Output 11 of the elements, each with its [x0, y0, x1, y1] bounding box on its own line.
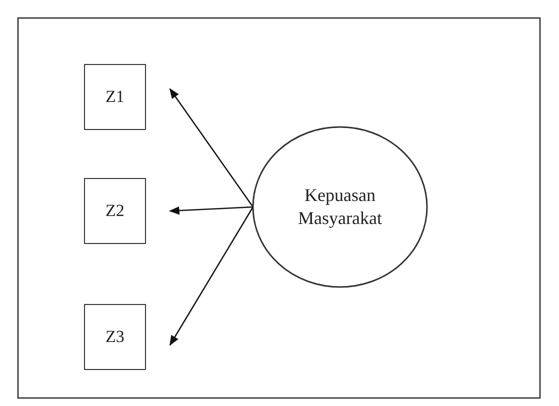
indicator-box [84, 64, 146, 130]
arrow [169, 88, 254, 208]
node-label: Kepuasan Masyarakat [297, 184, 383, 230]
indicator-box [84, 304, 146, 370]
node-label: Z1 [106, 87, 124, 107]
arrow [169, 206, 254, 346]
indicator-box [84, 178, 146, 244]
node-label: Z3 [106, 327, 124, 347]
arrow [168, 206, 254, 215]
node-label: Z2 [106, 201, 124, 221]
construct-ellipse [252, 126, 428, 288]
